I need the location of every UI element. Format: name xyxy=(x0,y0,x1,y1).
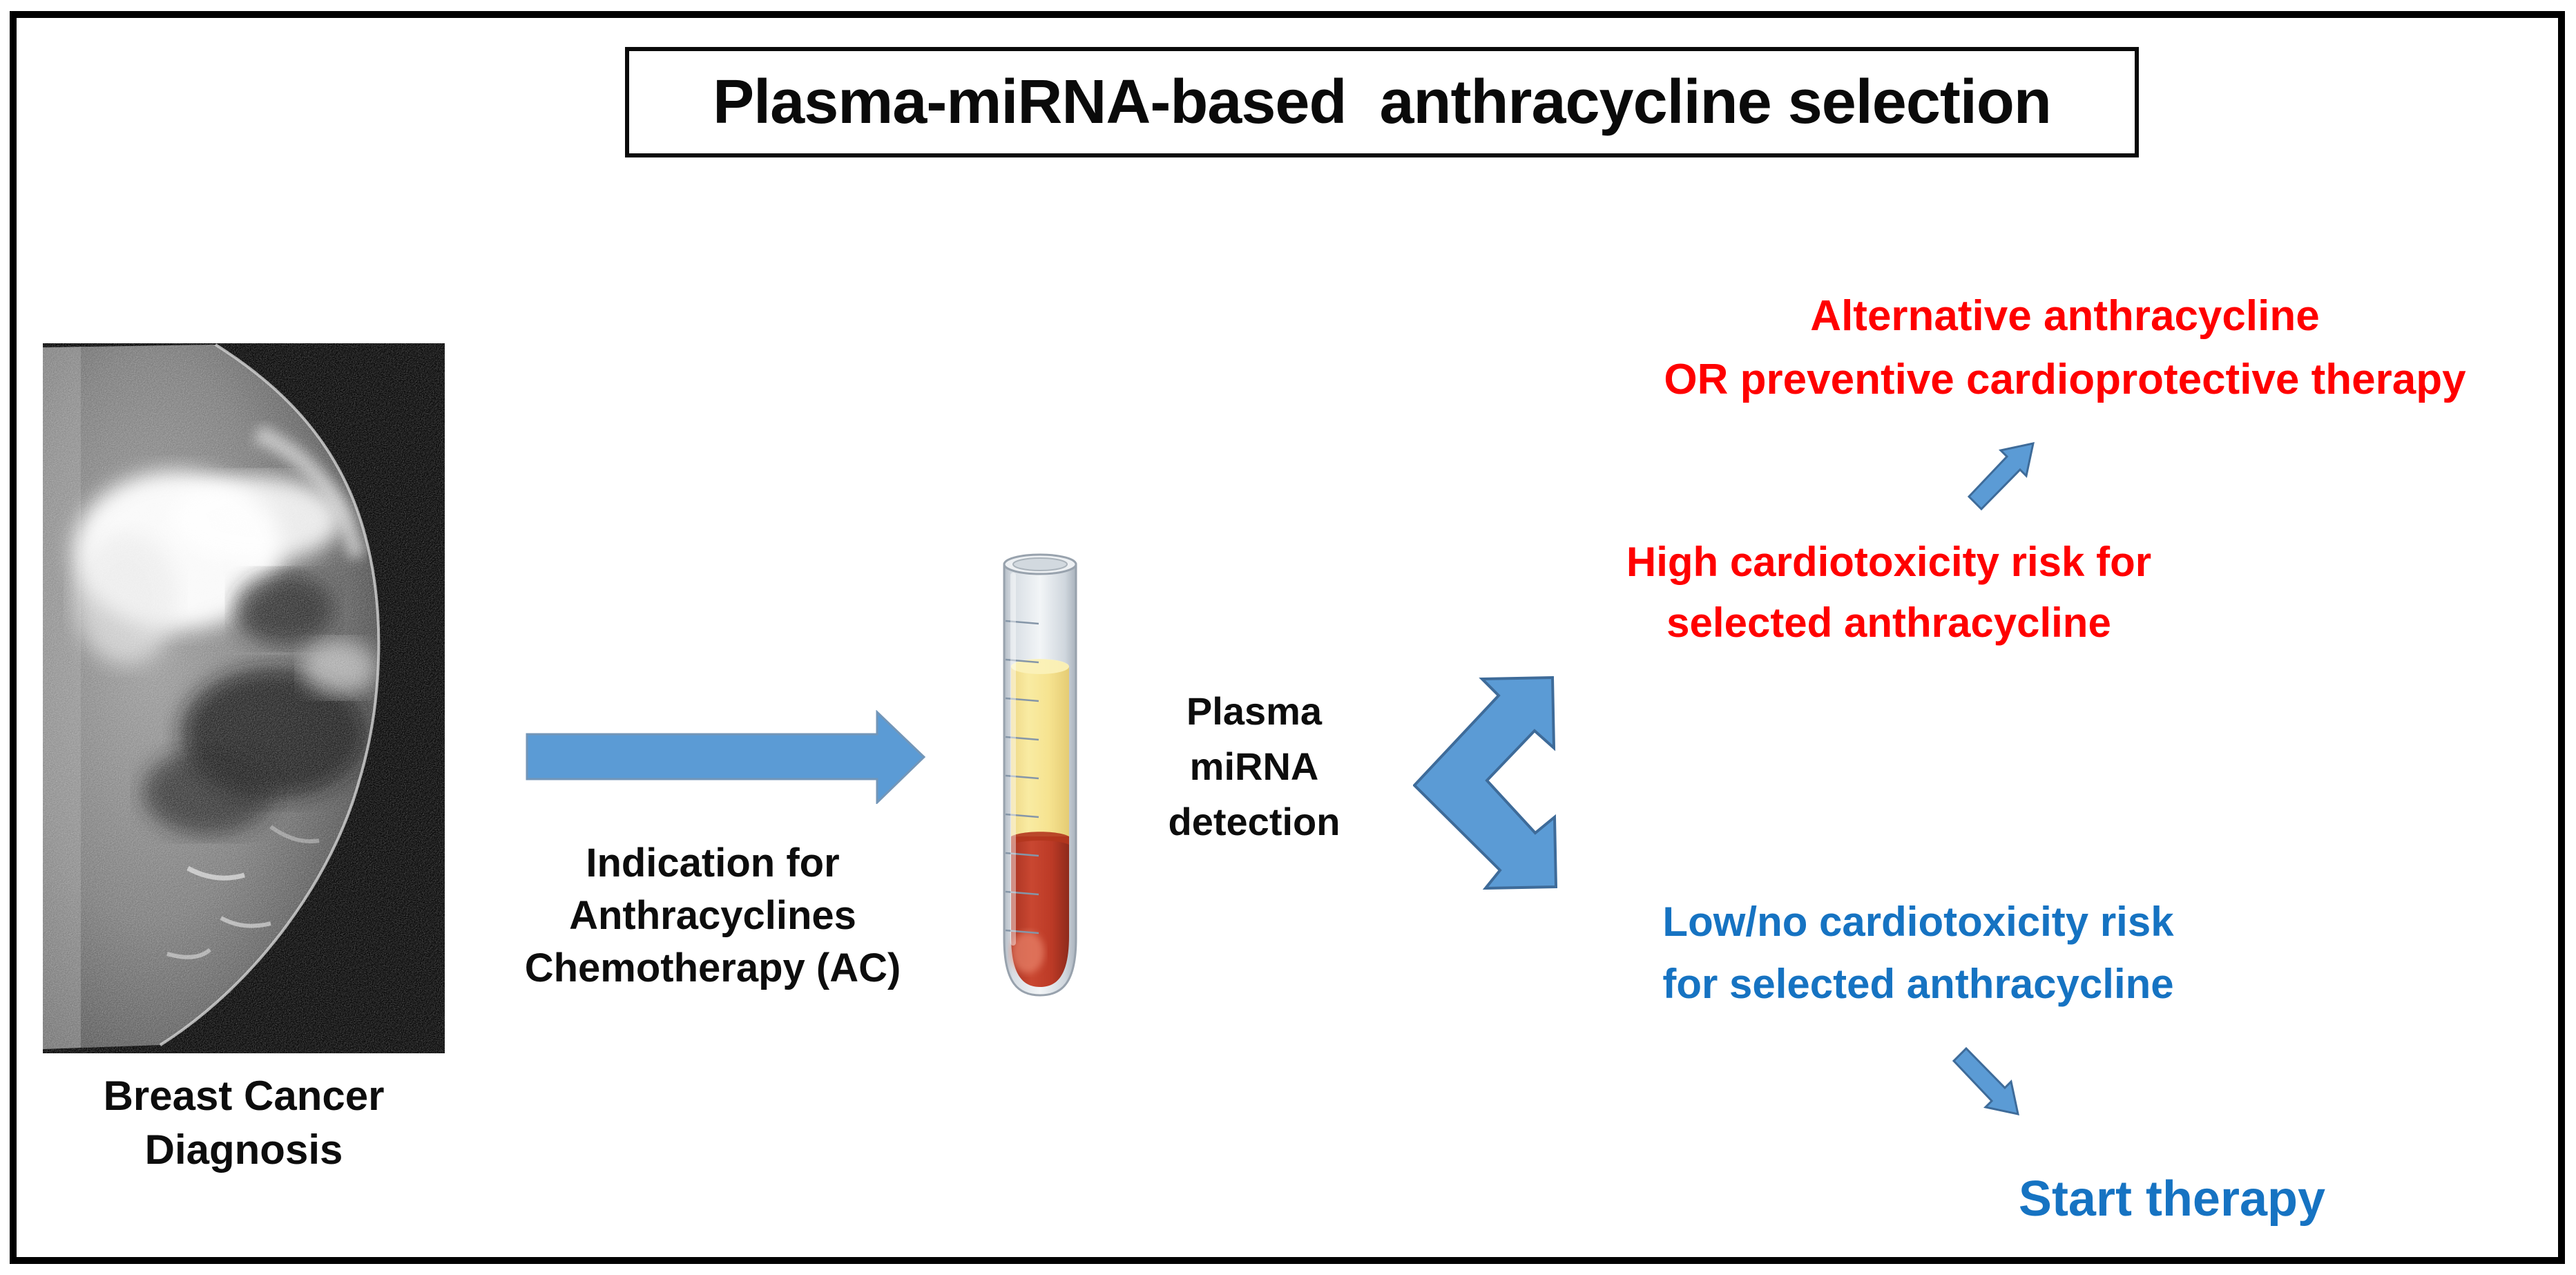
figure-border xyxy=(10,11,2565,1264)
down-right-arrow-icon xyxy=(1952,1046,2019,1115)
indication-label: Indication for Anthracyclines Chemothera… xyxy=(492,837,934,995)
start-therapy-label: Start therapy xyxy=(1982,1171,2362,1227)
diagnosis-caption: Breast Cancer Diagnosis xyxy=(29,1069,459,1177)
split-arrow-icon xyxy=(1413,676,1557,890)
plasma-mirna-line: miRNA xyxy=(1189,745,1319,788)
plasma-mirna-line: detection xyxy=(1168,800,1340,843)
plasma-mirna-line: Plasma xyxy=(1186,689,1323,733)
up-right-arrow-icon xyxy=(1967,442,2035,511)
title-box: Plasma-miRNA-based anthracycline selecti… xyxy=(625,47,2139,157)
blood-sample-tube-icon xyxy=(1003,553,1077,997)
diagnosis-caption-line: Breast Cancer xyxy=(103,1073,385,1119)
high-risk-line: High cardiotoxicity risk for xyxy=(1626,539,2152,585)
low-risk-line: for selected anthracycline xyxy=(1662,961,2174,1007)
high-risk-outcome-label: Alternative anthracycline OR preventive … xyxy=(1582,285,2548,412)
high-risk-line: selected anthracycline xyxy=(1666,600,2111,646)
start-therapy-text: Start therapy xyxy=(2018,1171,2326,1227)
indication-line: Indication for xyxy=(586,841,840,885)
breast-mri-image xyxy=(43,343,445,1053)
low-risk-line: Low/no cardiotoxicity risk xyxy=(1662,899,2174,945)
low-risk-label: Low/no cardiotoxicity risk for selected … xyxy=(1623,891,2213,1015)
high-risk-label: High cardiotoxicity risk for selected an… xyxy=(1609,532,2169,653)
high-risk-outcome-line: OR preventive cardioprotective therapy xyxy=(1664,356,2466,403)
right-arrow-icon xyxy=(526,710,926,804)
indication-line: Anthracyclines xyxy=(569,893,856,938)
plasma-mirna-label: Plasma miRNA detection xyxy=(1116,684,1392,850)
diagnosis-caption-line: Diagnosis xyxy=(144,1127,343,1173)
high-risk-outcome-line: Alternative anthracycline xyxy=(1810,292,2320,340)
breast-mri-svg xyxy=(43,343,445,1053)
indication-line: Chemotherapy (AC) xyxy=(524,946,901,990)
figure-title: Plasma-miRNA-based anthracycline selecti… xyxy=(713,67,2052,137)
